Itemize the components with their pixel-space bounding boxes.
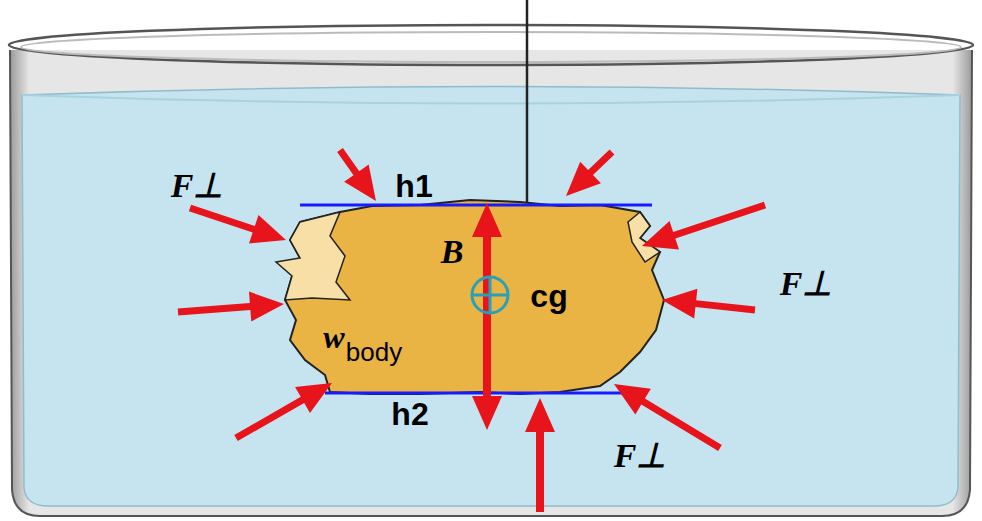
force-arrow xyxy=(234,383,332,441)
water-surface xyxy=(22,95,960,104)
force-arrow xyxy=(189,205,286,244)
beaker-rim xyxy=(9,25,973,65)
force-arrow xyxy=(662,289,755,319)
beaker-wall xyxy=(10,50,972,516)
point-label: cg xyxy=(530,280,567,312)
water xyxy=(22,87,960,507)
force-label: F⊥ xyxy=(614,439,667,473)
force-label: F⊥ xyxy=(171,169,224,203)
beaker-rim-inner xyxy=(21,32,961,62)
height-label: h2 xyxy=(391,398,428,430)
height-line xyxy=(300,204,652,207)
force-arrow xyxy=(472,300,502,430)
force-arrow xyxy=(642,202,766,250)
force-label: B xyxy=(441,235,464,269)
force-label: w xyxy=(323,321,344,353)
force-arrow xyxy=(525,398,555,512)
cg-symbol xyxy=(472,277,508,313)
subscript-label: body xyxy=(346,339,402,365)
force-arrows xyxy=(178,148,766,512)
force-arrow xyxy=(337,148,376,201)
body-light-patch xyxy=(276,212,350,300)
cg-symbol xyxy=(489,277,492,313)
string xyxy=(526,0,529,218)
force-label: F⊥ xyxy=(780,267,833,301)
height-label: h1 xyxy=(395,170,432,202)
force-arrow xyxy=(566,149,614,196)
force-arrow xyxy=(178,292,284,322)
